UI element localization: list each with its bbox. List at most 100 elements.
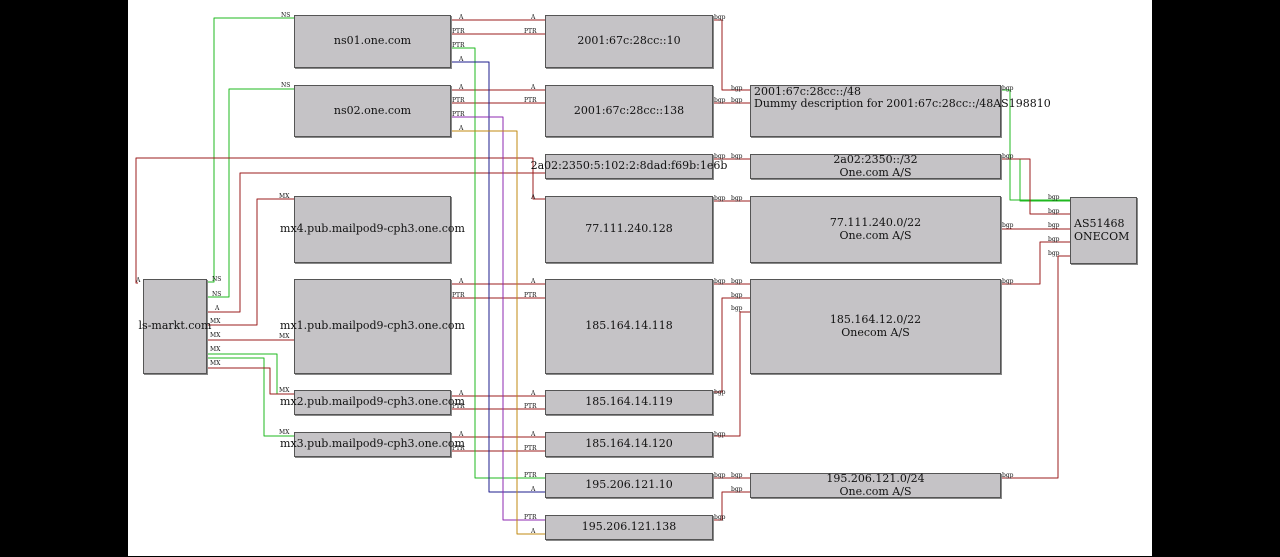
edge-ptr-ns01-195 [451,47,545,479]
node-prefix-2a02-2350[interactable]: 2a02:2350::/32 One.com A/S [750,154,1001,179]
node-prefix-185-164-12[interactable]: 185.164.12.0/22 Onecom A/S [750,279,1001,374]
edge-a-ns01-195 [451,61,545,493]
edge-label-bgp: bgp [1048,208,1060,215]
edge-label-bgp: bgp [1002,222,1014,229]
edge-bgp-pfx-185 [1001,241,1070,285]
edge-label-mx: MX [210,346,221,353]
edge-label-a: A [531,431,536,438]
edge-label-ptr: PTR [452,97,465,104]
edge-label-ptr: PTR [524,514,537,521]
edge-label-bgp: bgp [1002,278,1014,285]
node-ip6-138[interactable]: 2001:67c:28cc::138 [545,85,713,137]
edge-label-bgp: bgp [714,97,726,104]
edge-bgp-ip6-10 [713,19,750,91]
edge-label-bgp: bgp [1048,194,1060,201]
edge-label-mx: MX [210,318,221,325]
node-ip-185-164-14-120[interactable]: 185.164.14.120 [545,432,713,457]
node-as51468[interactable]: AS51468 ONECOM [1070,197,1137,264]
edge-label-bgp: bgp [714,389,726,396]
node-label: mx4.pub.mailpod9-cph3.one.com [280,222,465,236]
node-ns02[interactable]: ns02.one.com [294,85,451,137]
edge-label-bgp: bgp [714,153,726,160]
node-label: 185.164.14.119 [585,395,673,409]
edge-label-bgp: bgp [714,14,726,21]
node-label: 195.206.121.10 [585,478,673,492]
edge-label-a: A [531,84,536,91]
edge-a-ns02-195 [451,130,545,535]
edge-label-ptr: PTR [452,111,465,118]
edge-label-bgp: bgp [731,153,743,160]
prefix-label: 2001:67c:28cc::/48 [754,85,861,98]
node-ns01[interactable]: ns01.one.com [294,15,451,68]
edge-label-a: A [459,431,464,438]
edge-label-mx: MX [210,332,221,339]
node-ls-markt[interactable]: ls-markt.com [139,279,211,374]
edge-label-bgp: bgp [1002,85,1014,92]
edge-a-2a02 [207,172,545,313]
node-mx3[interactable]: mx3.pub.mailpod9-cph3.one.com [280,432,465,457]
edge-label-bgp: bgp [1002,472,1014,479]
edge-label-a: A [531,486,536,493]
edge-label-bgp: bgp [1048,236,1060,243]
edge-mx-mx3-green [207,357,294,437]
edge-label-a: A [531,14,536,21]
edge-label-bgp: bgp [1048,250,1060,257]
edge-ptr-ns02-195 [451,116,545,521]
as-name: ONECOM [1074,229,1130,243]
edge-label-mx: MX [279,387,290,394]
node-label: 185.164.14.120 [585,437,673,451]
edge-label-bgp: bgp [731,472,743,479]
node-ip-195-206-121-10[interactable]: 195.206.121.10 [545,473,713,498]
edge-label-bgp: bgp [714,278,726,285]
edge-label-a: A [531,390,536,397]
edge-label-ns: NS [212,276,222,283]
edge-label-a: A [459,14,464,21]
edge-a-77 [135,157,545,284]
node-label: ns01.one.com [333,34,412,48]
node-prefix-195-206-121[interactable]: 195.206.121.0/24 One.com A/S [750,473,1001,498]
edge-label-bgp: bgp [731,305,743,312]
edge-label-a: A [459,278,464,285]
edge-label-ptr: PTR [452,42,465,49]
edge-label-bgp: bgp [714,195,726,202]
node-mx4[interactable]: mx4.pub.mailpod9-cph3.one.com [280,196,465,263]
edge-mx-mx3 [207,367,294,395]
edge-bgp-185-120 [713,311,750,437]
edge-label-a: A [531,194,536,201]
prefix-label: 77.111.240.0/22 [829,216,922,230]
edge-bgp-pfx-2a02 [1001,158,1070,215]
node-label: mx1.pub.mailpod9-cph3.one.com [280,319,465,333]
edge-label-mx: MX [279,429,290,436]
node-prefix-77-111-240[interactable]: 77.111.240.0/22 One.com A/S [750,196,1001,263]
edge-label-mx: MX [279,193,290,200]
node-label: 2001:67c:28cc::10 [577,34,681,48]
prefix-description: Onecom A/S [841,325,910,339]
prefix-description: One.com A/S [839,228,912,242]
edge-label-a: A [459,125,464,132]
edge-label-a: A [459,84,464,91]
node-ip-185-164-14-118[interactable]: 185.164.14.118 [545,279,713,374]
edge-label-ptr: PTR [524,292,537,299]
node-mx1[interactable]: mx1.pub.mailpod9-cph3.one.com [280,279,465,374]
node-mx2[interactable]: mx2.pub.mailpod9-cph3.one.com [280,390,465,415]
node-ip-185-164-14-119[interactable]: 185.164.14.119 [545,390,713,415]
node-ip-195-206-121-138[interactable]: 195.206.121.138 [545,515,713,540]
node-ip6-2a02[interactable]: 2a02:2350:5:102:2:8dad:f69b:1e6b [531,154,727,179]
edge-label-bgp: bgp [714,472,726,479]
node-ip-77-111-240-128[interactable]: 77.111.240.128 [545,196,713,263]
edge-label-a: A [531,278,536,285]
node-ip6-10[interactable]: 2001:67c:28cc::10 [545,15,713,68]
node-prefix-2001-67c-28cc[interactable]: 2001:67c:28cc::/48 Dummy description for… [750,85,1051,137]
edge-bgp-185-119 [713,297,750,393]
edge-label-bgp: bgp [731,486,743,493]
edge-label-mx: MX [210,360,221,367]
edge-label-bgp: bgp [714,431,726,438]
prefix-label: 2a02:2350::/32 [833,153,918,167]
edge-label-bgp: bgp [731,292,743,299]
edge-bgp-pfx-2001 [1001,89,1070,201]
edge-mx-mx4 [207,198,294,326]
edge-label-bgp: bgp [731,97,743,104]
edge-ns-ns01 [207,17,294,283]
edge-label-a: A [136,277,141,284]
prefix-label: 195.206.121.0/24 [826,472,925,486]
